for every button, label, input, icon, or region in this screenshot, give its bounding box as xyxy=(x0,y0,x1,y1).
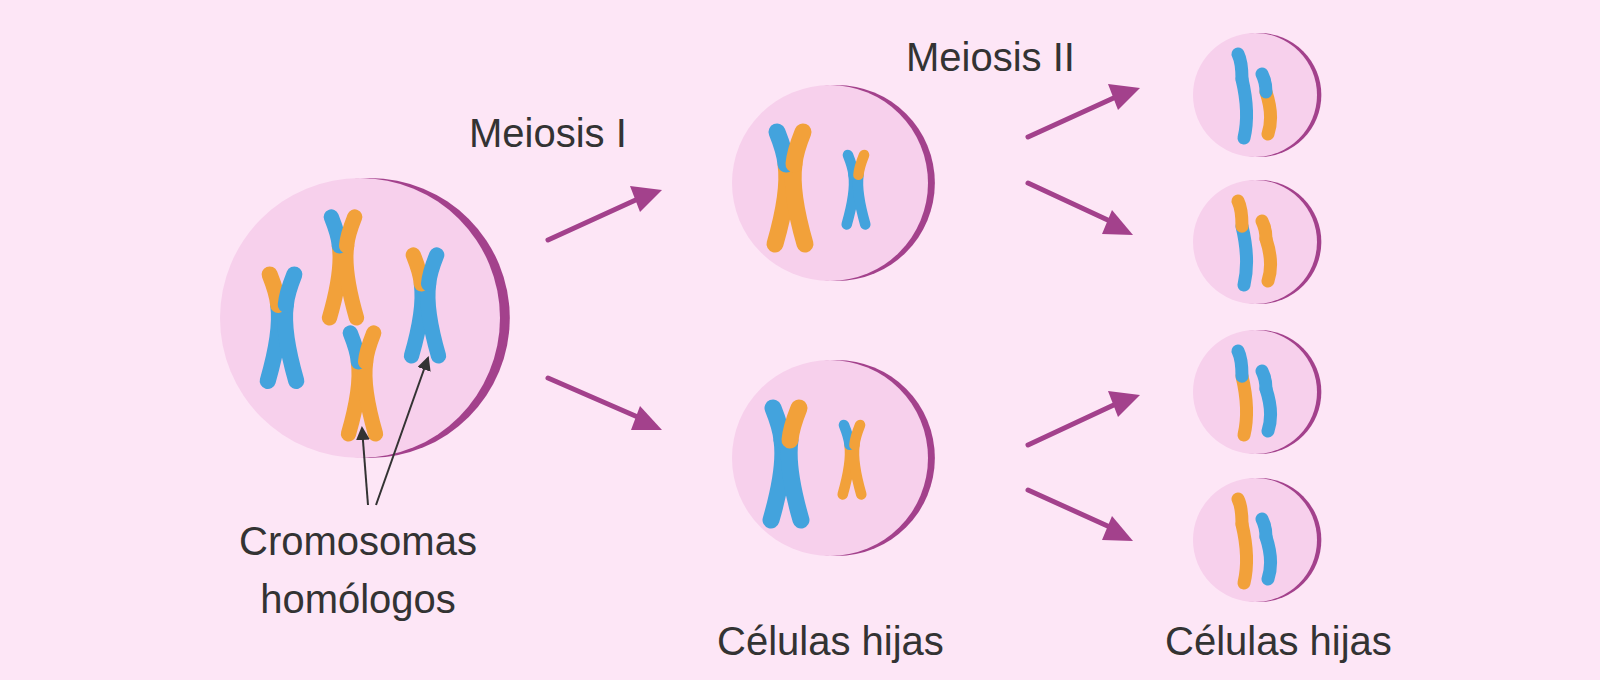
chromatid-segment xyxy=(366,333,374,362)
chromatid-segment xyxy=(844,425,850,445)
chromatid-segment xyxy=(331,217,339,246)
process-arrows xyxy=(548,84,1140,541)
chromatid-segment xyxy=(854,425,860,445)
chromatid-segment xyxy=(854,445,861,495)
chromatid xyxy=(1238,499,1247,583)
chromosome xyxy=(771,408,801,520)
cell-body xyxy=(1193,180,1317,304)
cell-body xyxy=(732,85,928,281)
chromatid-segment xyxy=(1238,351,1242,376)
callout-label: Cromosomas homólogos xyxy=(198,512,518,628)
chromosome xyxy=(268,275,297,381)
chromatid-segment xyxy=(1262,371,1266,389)
chromatid-segment xyxy=(789,440,801,520)
chromatid-segment xyxy=(773,408,782,440)
caption-label: Células hijas xyxy=(1165,612,1392,670)
cell-body xyxy=(1193,330,1317,454)
cell-body xyxy=(1193,33,1317,157)
chromatid-segment xyxy=(1238,201,1242,226)
stage-label: Meiosis II xyxy=(906,28,1075,86)
chromatid-segment xyxy=(790,408,799,440)
chromatid-segment xyxy=(1242,79,1247,138)
chromatid-segment xyxy=(1262,221,1266,239)
cell-body xyxy=(220,178,500,458)
chromatid xyxy=(1262,221,1271,281)
chromatid-segment xyxy=(793,164,805,244)
chromatid-segment xyxy=(1238,54,1242,79)
chromatid-segment xyxy=(1262,74,1266,92)
chromatid-segment xyxy=(1238,499,1242,524)
cell-body xyxy=(732,360,928,556)
leader-lines xyxy=(362,358,428,505)
chromatid xyxy=(1238,201,1247,285)
cell-body xyxy=(1193,478,1317,602)
chromatid-segment xyxy=(270,275,279,305)
chromatid xyxy=(1262,519,1271,579)
chromatid-segment xyxy=(350,333,358,362)
chromatid xyxy=(1238,54,1247,138)
chromatid-segment xyxy=(347,217,355,246)
chromatid-segment xyxy=(365,362,376,434)
chromosome-group xyxy=(268,54,1271,583)
chromatid-segment xyxy=(848,155,854,175)
chromosome xyxy=(775,132,805,244)
chromatid-segment xyxy=(1242,226,1247,285)
chromatid-segment xyxy=(285,305,296,381)
chromatid-segment xyxy=(1242,524,1247,583)
chromatid-segment xyxy=(429,255,437,284)
chromatid xyxy=(1238,351,1247,435)
chromatid-segment xyxy=(428,284,439,356)
chromosome xyxy=(412,255,439,356)
chromatid xyxy=(1262,371,1271,431)
chromatid-segment xyxy=(1262,519,1266,537)
chromosome xyxy=(847,155,866,224)
stage-label: Meiosis I xyxy=(469,104,627,162)
cell-group xyxy=(220,33,1321,602)
caption-label: Células hijas xyxy=(717,612,944,670)
chromatid-segment xyxy=(794,132,803,164)
chromatid-segment xyxy=(777,132,786,164)
chromatid-segment xyxy=(858,175,865,225)
chromosome xyxy=(330,217,357,318)
chromatid-segment xyxy=(1242,376,1247,435)
chromosome xyxy=(349,333,376,434)
chromatid-segment xyxy=(413,255,421,284)
chromatid-segment xyxy=(346,246,357,318)
chromatid-segment xyxy=(858,155,864,175)
chromatid-segment xyxy=(286,275,295,305)
chromosome xyxy=(843,425,862,494)
chromatid xyxy=(1262,74,1271,134)
